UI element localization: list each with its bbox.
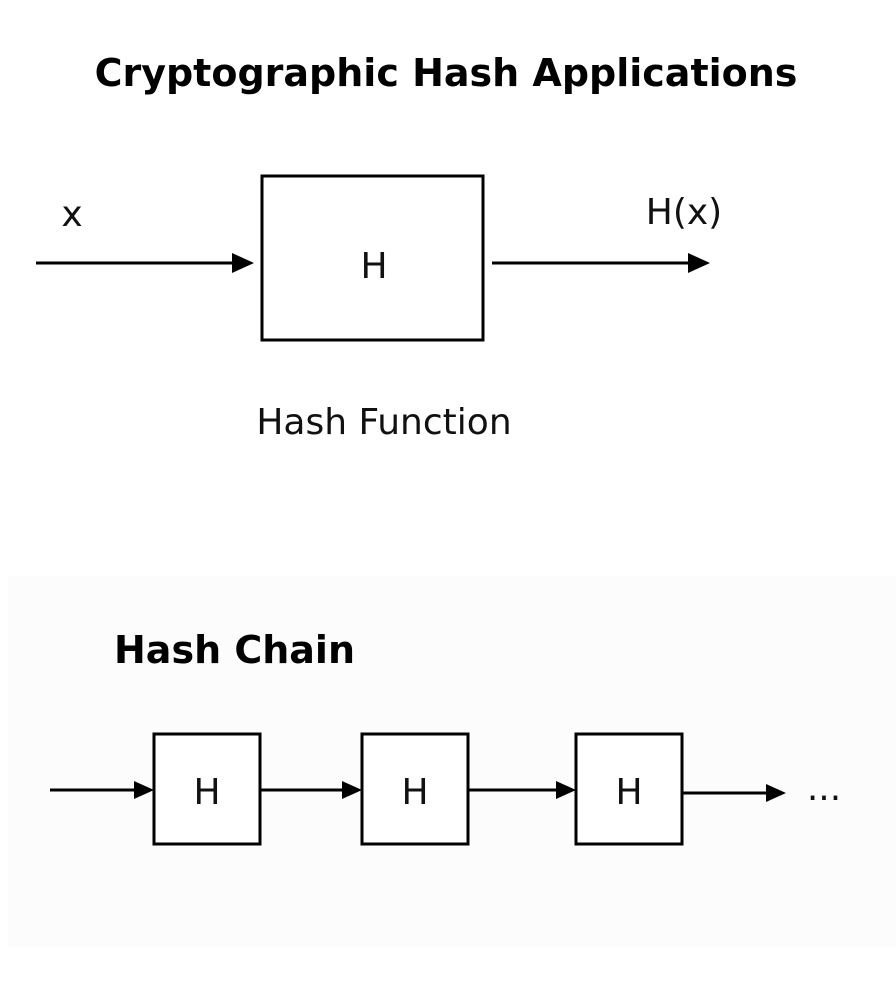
continuation-ellipsis: ... xyxy=(807,768,841,809)
page-title: Cryptographic Hash Applications xyxy=(95,51,798,95)
hash-function-diagram: x H H(x) Hash Function xyxy=(36,174,722,443)
chain-box-1 xyxy=(152,732,262,846)
hash-chain-title: Hash Chain xyxy=(114,628,355,672)
input-label: x xyxy=(61,194,82,235)
input-arrow xyxy=(36,253,254,273)
chain-box-2 xyxy=(360,732,470,846)
hash-chain-diagram: Hash Chain H H H ... xyxy=(50,628,841,846)
chain-arrow-2 xyxy=(468,781,576,799)
chain-box-2-label: H xyxy=(401,772,428,813)
output-label: H(x) xyxy=(646,192,722,233)
output-arrow xyxy=(492,253,710,273)
chain-box-3 xyxy=(574,732,684,846)
chain-input-arrow xyxy=(50,781,154,799)
hash-function-box-label: H xyxy=(360,246,387,287)
chain-box-3-label: H xyxy=(615,772,642,813)
hash-function-box xyxy=(260,174,485,342)
chain-arrow-1 xyxy=(260,781,362,799)
chain-box-1-label: H xyxy=(193,772,220,813)
hash-function-caption: Hash Function xyxy=(256,402,511,443)
chain-output-arrow xyxy=(682,784,786,802)
